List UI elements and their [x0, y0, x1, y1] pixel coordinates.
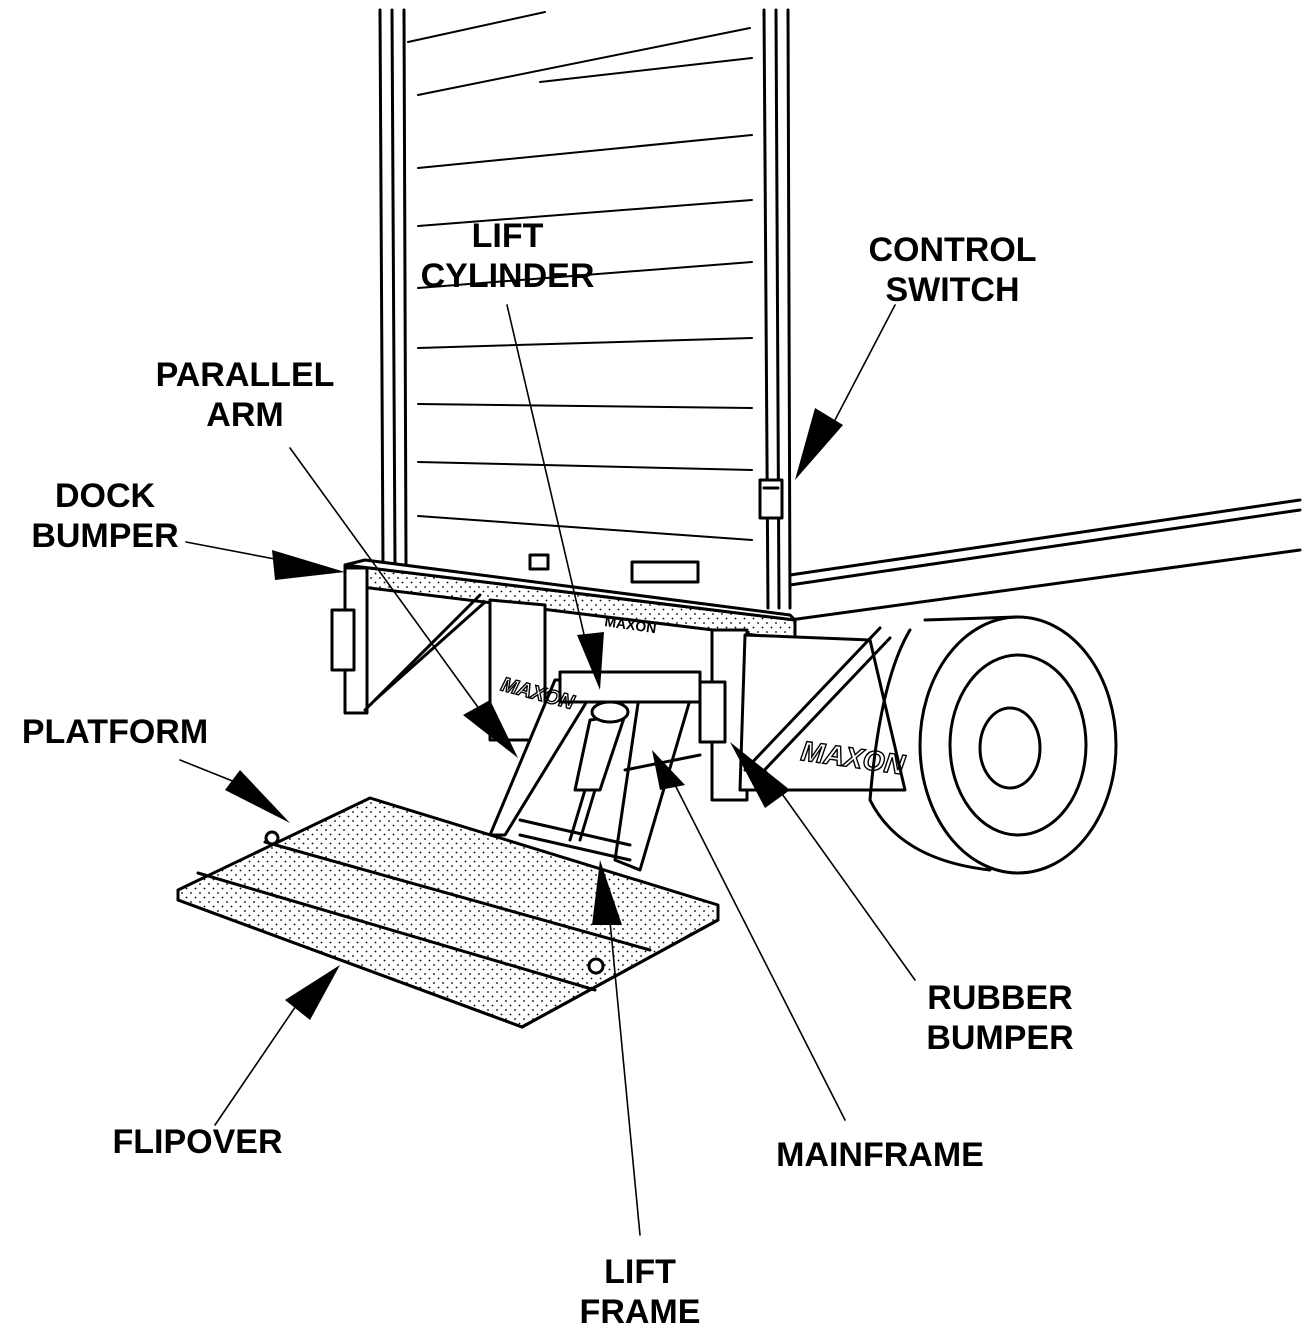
label-control-switch: CONTROL SWITCH: [868, 231, 1037, 309]
arrow-rubber-bumper: [730, 742, 790, 808]
arrow-lift-cylinder: [577, 632, 604, 690]
arrow-parallel-arm: [463, 700, 518, 758]
label-dock-bumper: DOCK BUMPER: [31, 477, 179, 555]
maxon-logo-bar: MAXON: [604, 613, 658, 636]
label-rubber-bumper: RUBBER BUMPER: [926, 979, 1074, 1057]
arrowheads: [225, 408, 843, 1020]
arrow-dock-bumper: [272, 550, 345, 580]
label-platform: PLATFORM: [21, 713, 209, 751]
lift-arms: [488, 670, 702, 872]
mainframe-plates: [488, 598, 907, 792]
label-lift-frame: LIFT FRAME: [579, 1253, 701, 1331]
arrow-control-switch: [795, 408, 843, 480]
label-lift-cylinder: LIFT CYLINDER: [420, 217, 595, 295]
label-mainframe: MAINFRAME: [776, 1136, 984, 1174]
rollup-door-panels: [407, 11, 753, 541]
truck-side-body: [788, 498, 1302, 622]
arrow-mainframe: [652, 750, 685, 790]
arrow-flipover: [285, 965, 340, 1020]
leader-lines: [179, 304, 916, 1236]
label-flipover: FLIPOVER: [112, 1123, 283, 1161]
arrow-lift-frame: [592, 860, 622, 925]
truck-rear-frame: [378, 8, 792, 610]
label-parallel-arm: PARALLEL ARM: [155, 356, 335, 434]
control-switch-box: [758, 478, 784, 520]
platform-deck: [176, 796, 720, 1029]
arrow-platform: [225, 770, 290, 823]
truck-wheel: [868, 615, 1118, 875]
